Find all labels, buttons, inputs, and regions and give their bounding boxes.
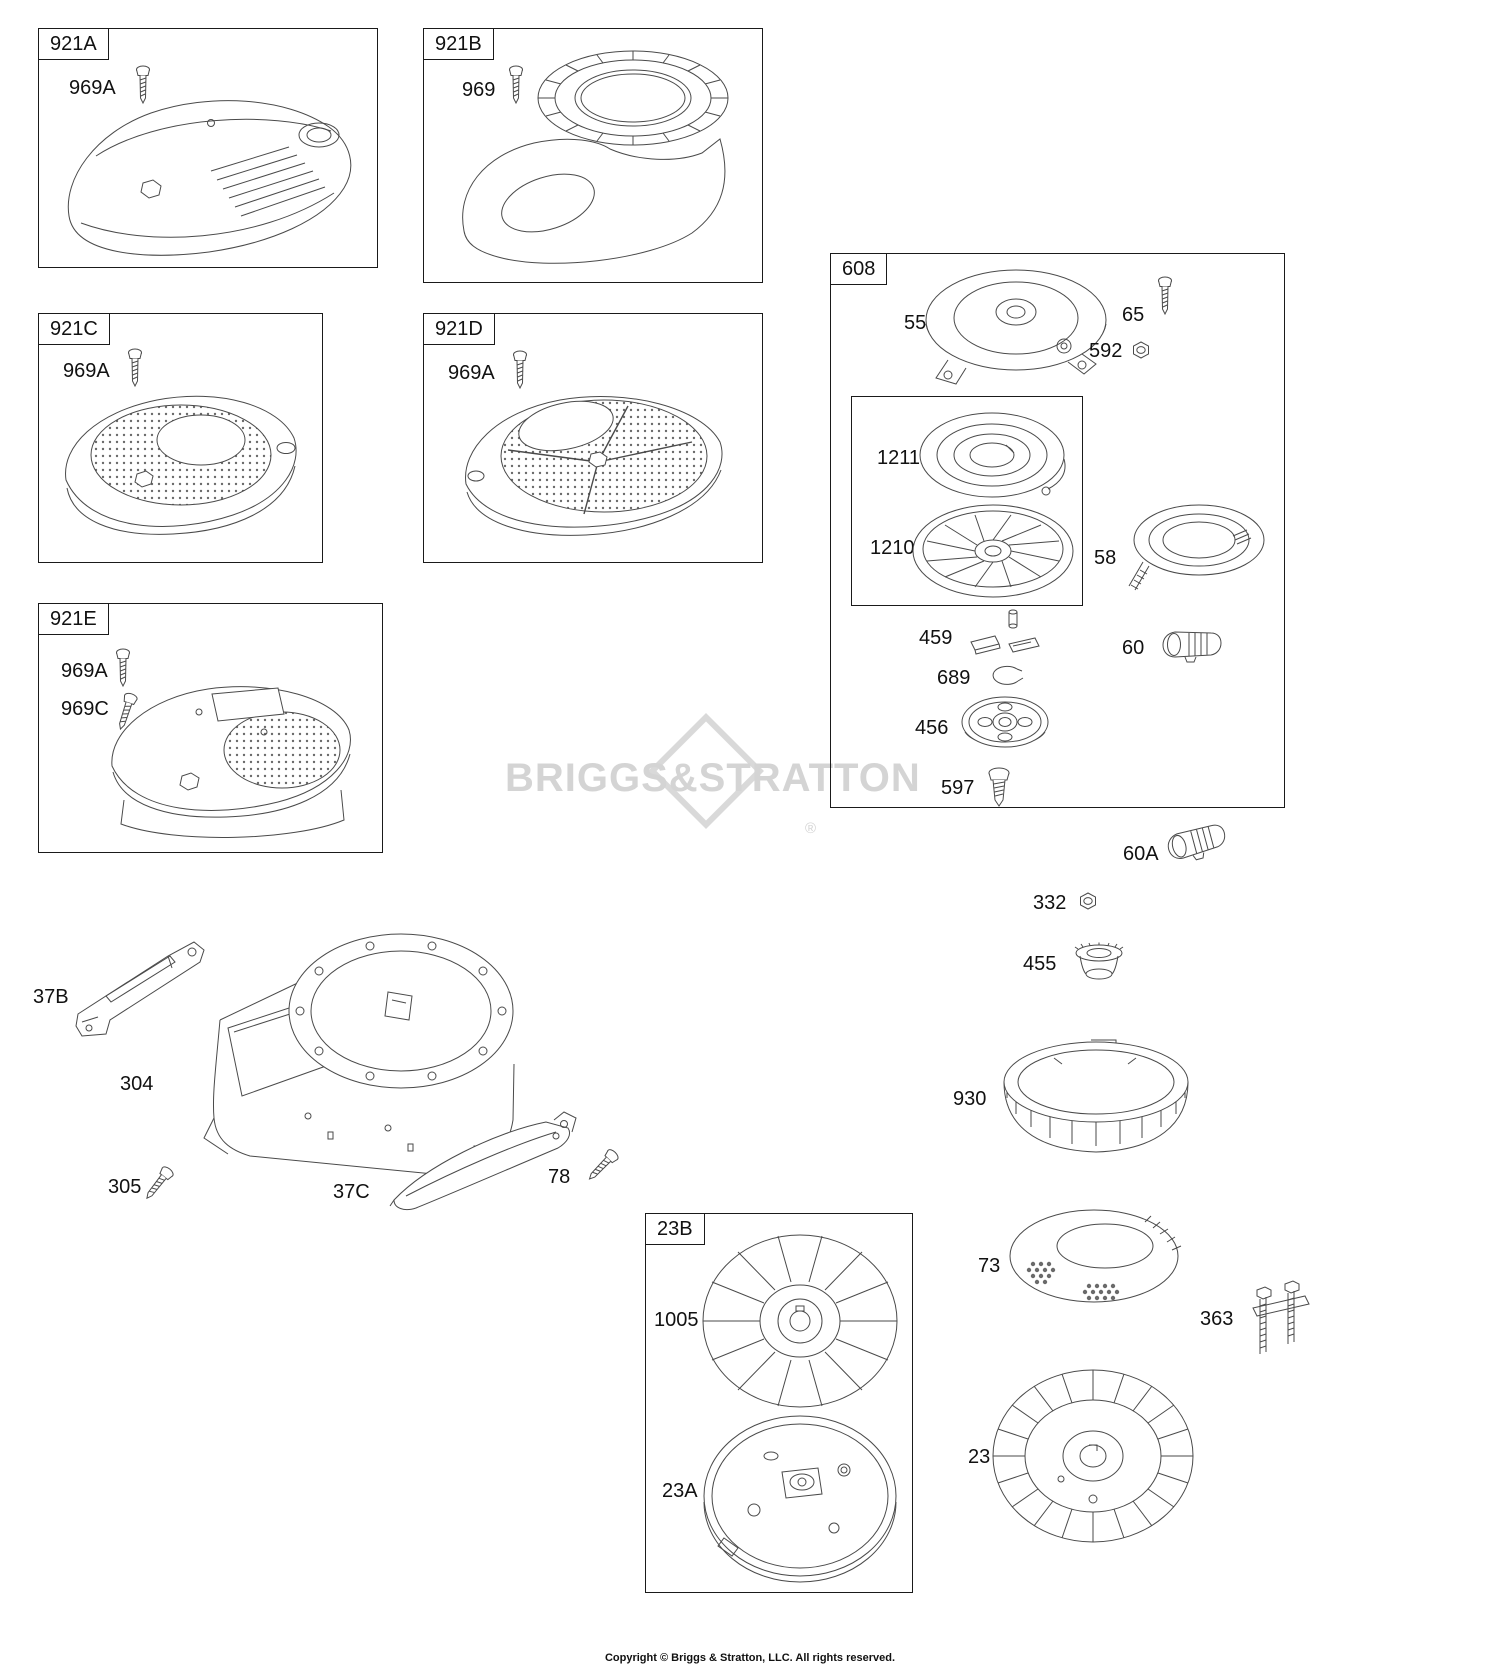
callout-23A: 23A [662,1480,698,1502]
callout-65: 65 [1122,304,1145,326]
friction-plate-456-drawing [961,696,1049,748]
rope-handle-60a-drawing [1164,821,1230,867]
bushing-455-drawing [1074,942,1124,980]
section-921A: 921A 969A [38,28,378,268]
section-608-label: 608 [830,253,888,285]
callout-969A: 969A [63,360,110,382]
rewind-starter-housing-55-drawing [925,269,1107,385]
bracket-37b-drawing [75,941,205,1037]
brand-watermark-text: BRIGGS&STRATTON [505,756,921,800]
retainer-689-drawing [992,665,1024,685]
nut-592-drawing [1133,341,1149,359]
callout-969A: 969A [69,77,116,99]
cover-drawing-921b [462,50,729,264]
callout-1005: 1005 [654,1309,699,1331]
callout-78: 78 [548,1166,571,1188]
copyright-notice: Copyright © Briggs & Stratton, LLC. All … [604,1652,896,1664]
callout-60: 60 [1122,637,1145,659]
screw-597-drawing [988,767,1010,807]
nut-332-drawing [1080,892,1096,910]
callout-592: 592 [1089,340,1123,362]
callout-1211: 1211 [877,447,921,469]
screen-73-drawing [1009,1209,1182,1303]
callout-1210: 1210 [870,537,915,559]
callout-73: 73 [978,1255,1001,1277]
callout-597: 597 [941,777,975,799]
cover-drawing-921d [465,396,723,536]
pawl-459-drawing [970,609,1040,655]
inner-box-spring-pulley: 1211 1210 [851,396,1083,606]
section-921C: 921C 969A [38,313,323,563]
section-921E: 921E 969A 969C [38,603,383,853]
callout-60A: 60A [1123,843,1159,865]
callout-332: 332 [1033,892,1067,914]
callout-689: 689 [937,667,971,689]
blower-housing-304-drawing [203,933,515,1177]
briggs-stratton-watermark: BRIGGS&STRATTON ® [505,713,921,848]
callout-456: 456 [915,717,949,739]
spring-58-drawing [1128,504,1265,591]
registered-mark: ® [805,820,817,837]
callout-930: 930 [953,1088,987,1110]
rope-handle-60-drawing [1162,631,1222,663]
section-921E-label: 921E [38,603,109,635]
cover-drawing-921e [111,686,351,838]
cover-drawing-921c [65,395,297,535]
section-23B-label: 23B [645,1213,705,1245]
callout-37B: 37B [33,986,69,1008]
screw-305-drawing [141,1164,176,1203]
callout-969A: 969A [61,660,108,682]
callout-23: 23 [968,1446,991,1468]
section-921C-label: 921C [38,313,110,345]
section-921D-label: 921D [423,313,495,345]
plate-23a-drawing [703,1415,897,1583]
section-921D: 921D 969A [423,313,763,563]
guard-37c-drawing [389,1111,577,1211]
section-921A-label: 921A [38,28,109,60]
callout-37C: 37C [333,1181,370,1203]
callout-969C: 969C [61,698,109,720]
starter-cup-930-drawing [1003,1039,1189,1153]
callout-305: 305 [108,1176,142,1198]
bolt-set-363-drawing [1252,1280,1310,1354]
pulley-1210-drawing [912,504,1074,598]
callout-58: 58 [1094,547,1117,569]
screw-78-drawing [584,1147,621,1184]
callout-363: 363 [1200,1308,1234,1330]
callout-455: 455 [1023,953,1057,975]
callout-304: 304 [120,1073,154,1095]
section-921B: 921B 969 [423,28,763,283]
callout-969A: 969A [448,362,495,384]
flywheel-23-drawing [992,1369,1194,1543]
callout-55: 55 [904,312,927,334]
section-608: 608 55 65 592 1211 [830,253,1285,808]
callout-459: 459 [919,627,953,649]
screw-65-drawing [1158,276,1172,315]
cover-drawing-921a [67,100,352,256]
callout-969: 969 [462,79,496,101]
fan-1005-drawing [702,1234,898,1408]
section-23B: 23B 1005 23A [645,1213,913,1593]
section-921B-label: 921B [423,28,494,60]
starter-spring-1211-drawing [919,412,1066,498]
